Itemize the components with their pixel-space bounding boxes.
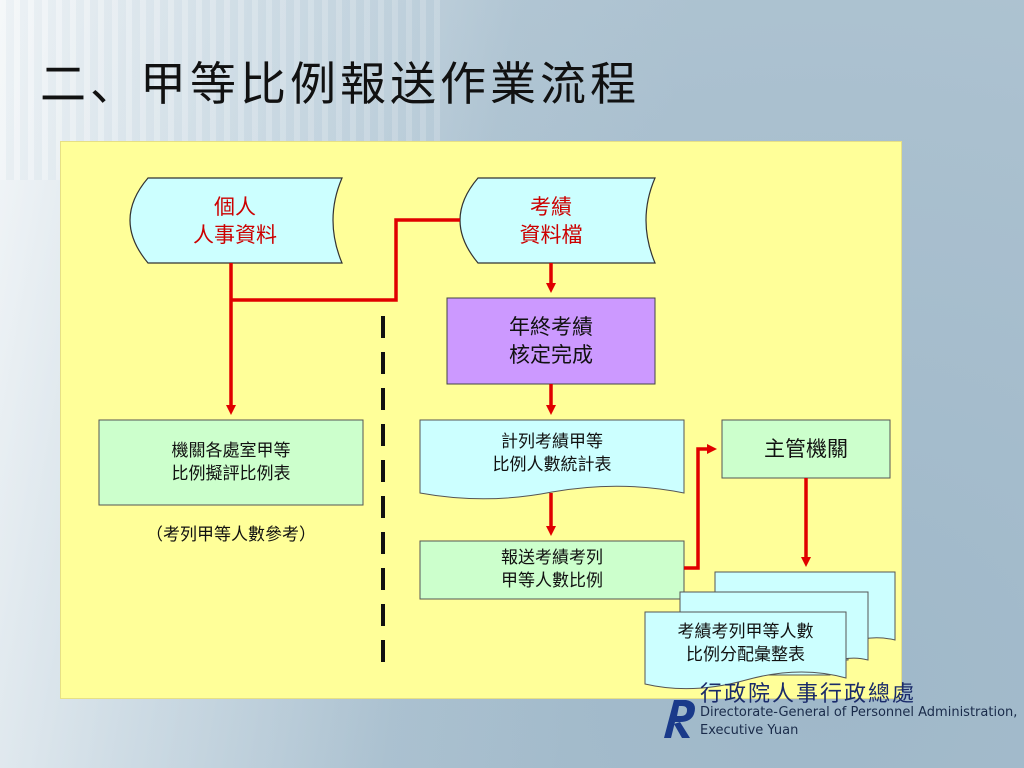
node-agency-form: 機關各處室甲等 比例擬評比例表 — [171, 440, 291, 484]
multidoc-front — [644, 611, 847, 690]
box-report — [419, 540, 685, 600]
page-title: 二、甲等比例報送作業流程 — [40, 57, 640, 111]
node-stats-table: 計列考績甲等 比例人數統計表 — [492, 432, 612, 475]
logo-mark-icon — [664, 700, 695, 738]
node-evaluation-file: 考績 資料檔 — [519, 194, 583, 247]
connector-report-to-authority — [684, 444, 717, 570]
logo-english-name: Directorate-General of Personnel Adminis… — [700, 705, 1018, 738]
logo-chinese-name: 行政院人事行政總處 — [700, 682, 917, 707]
node-summary-table: 考績考列甲等人數 比例分配彙整表 — [677, 622, 814, 665]
node-report: 報送考績考列 甲等人數比例 — [501, 548, 603, 591]
node-year-end: 年終考績 核定完成 — [509, 314, 593, 367]
connector-personal-to-file — [231, 218, 460, 302]
node-personal-hr: 個人 人事資料 — [193, 194, 277, 247]
storage-shape-evaluation — [459, 177, 656, 264]
node-competent-authority: 主管機關 — [764, 436, 848, 461]
storage-shape-personal — [129, 177, 343, 264]
document-stats-table — [419, 419, 685, 500]
node-reference-note: （考列甲等人數參考） — [146, 524, 316, 545]
box-agency-form — [98, 419, 364, 506]
box-competent-authority — [721, 419, 891, 479]
